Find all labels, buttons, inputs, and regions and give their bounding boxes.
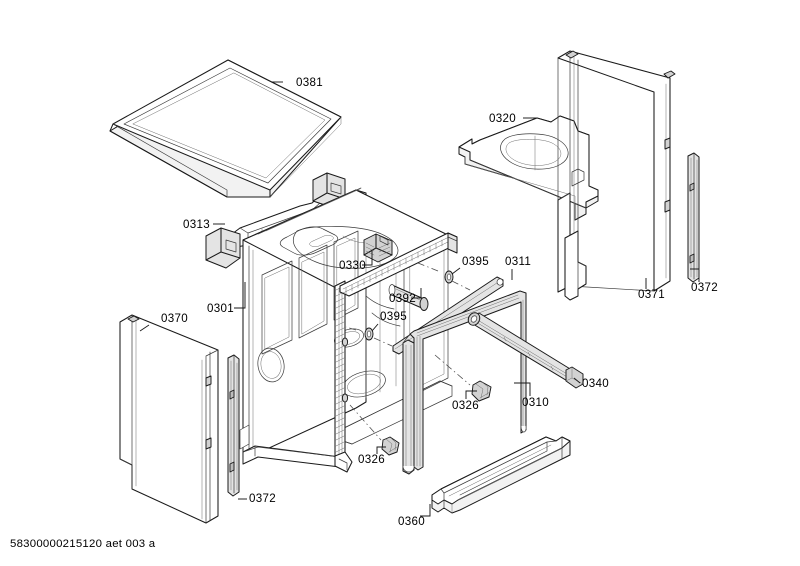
part-0370-left-side-panel <box>119 314 219 524</box>
part-label-0381: 0381 <box>296 76 323 89</box>
assembly-line-grommet-upper-2 <box>451 280 471 291</box>
part-label-0372-right: 0372 <box>691 281 718 294</box>
part-0360-base-plinth-panel <box>431 436 571 514</box>
part-label-0330: 0330 <box>339 259 366 272</box>
part-label-0372-left: 0372 <box>249 492 276 505</box>
drawing-reference-code: 58300000215120 aet 003 a <box>10 538 156 550</box>
part-0310-door-seal-frame <box>402 290 527 475</box>
part-0372-side-trim-strip-right <box>687 152 700 283</box>
part-label-0326-lower: 0326 <box>358 453 385 466</box>
part-0326-seal-clip-upper <box>471 380 492 402</box>
part-label-0360: 0360 <box>398 515 425 528</box>
label-leaders <box>139 81 700 517</box>
top-flange-perforations <box>342 235 453 295</box>
part-0395-grommet-lower <box>364 327 374 341</box>
assembly-line-grommet-upper <box>417 262 439 272</box>
assembly-line-clip-upper <box>434 354 471 386</box>
part-0320-insulation-mat <box>458 115 599 221</box>
front-flange-perforations <box>335 285 345 460</box>
part-label-0371: 0371 <box>638 288 665 301</box>
part-label-0320: 0320 <box>489 112 516 125</box>
assembly-line-grommet-lower-2 <box>373 337 393 347</box>
part-label-0340: 0340 <box>582 377 609 390</box>
assembly-line-grommet-lower <box>345 326 357 331</box>
part-label-0392: 0392 <box>389 292 416 305</box>
part-label-0326-upper: 0326 <box>452 399 479 412</box>
part-0330-connector-block <box>363 233 393 263</box>
part-0301-inner-tub <box>239 187 458 473</box>
part-0371-right-side-panel <box>557 50 676 301</box>
part-label-0310: 0310 <box>522 396 549 409</box>
part-label-0370: 0370 <box>161 312 188 325</box>
part-0340-tension-strut <box>467 312 584 389</box>
part-label-0311: 0311 <box>505 255 531 268</box>
part-label-0395-lower: 0395 <box>380 310 407 323</box>
part-0395-grommet-upper <box>444 270 454 284</box>
part-labels: 0381 0313 0320 0301 0330 0392 0395 0395 … <box>161 76 718 528</box>
part-0381-worktop-panel <box>109 59 342 198</box>
part-label-0395-upper: 0395 <box>462 255 489 268</box>
part-0372-side-trim-strip-left <box>227 354 240 497</box>
part-0326-seal-clip-lower <box>381 436 400 456</box>
part-label-0313: 0313 <box>183 218 210 231</box>
part-0392-roller-bush <box>388 284 429 311</box>
part-label-0301: 0301 <box>207 302 234 315</box>
